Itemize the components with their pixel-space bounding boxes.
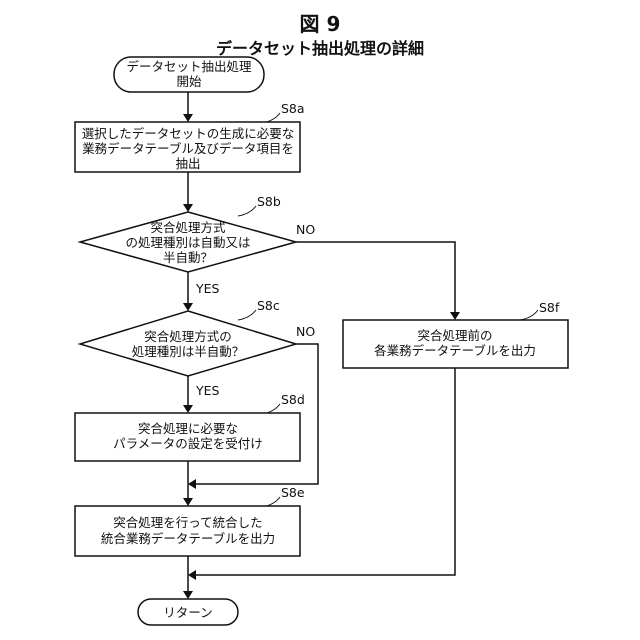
arrowhead (183, 114, 193, 122)
s8c-line-1: 突合処理方式の (144, 329, 232, 344)
s8d-line-2: パラメータの設定を受付け (113, 436, 263, 451)
step-label-s8d: S8d (281, 392, 305, 407)
s8b-yes-label: YES (195, 281, 220, 296)
s8f-line-1: 突合処理前の (417, 328, 492, 343)
step-s8e: S8e 突合処理を行って統合した 統合業務データテーブルを出力 (75, 485, 305, 556)
step-s8a: S8a 選択したデータセットの生成に必要な 業務データテーブル及びデータ項目を … (75, 101, 305, 172)
edge-s8b-s8f (296, 242, 455, 312)
step-label-leader (238, 310, 256, 320)
arrowhead (188, 479, 196, 489)
s8a-line-3: 抽出 (175, 156, 200, 171)
s8c-no-label: NO (296, 324, 315, 339)
step-s8b: S8b 突合処理方式 の処理種別は自動又は 半自動？ NO YES (80, 194, 315, 296)
s8c-line-2: 処理種別は半自動？ (132, 344, 245, 359)
arrowhead (183, 591, 193, 599)
start-terminal: データセット抽出処理 開始 (114, 57, 264, 92)
end-label: リターン (163, 605, 212, 620)
step-label-s8b: S8b (257, 194, 281, 209)
s8f-line-2: 各業務データテーブルを出力 (374, 343, 536, 358)
start-line-2: 開始 (176, 74, 202, 89)
s8b-line-3: 半自動？ (163, 250, 213, 265)
s8a-line-2: 業務データテーブル及びデータ項目を (82, 141, 294, 156)
s8c-yes-label: YES (195, 383, 220, 398)
start-line-1: データセット抽出処理 (126, 59, 252, 74)
arrowhead (183, 303, 193, 311)
step-label-s8c: S8c (257, 298, 280, 313)
arrowhead (183, 405, 193, 413)
arrowhead (188, 570, 196, 580)
arrowhead (183, 204, 193, 212)
step-s8c: S8c 突合処理方式の 処理種別は半自動？ NO YES (80, 298, 315, 398)
s8b-line-1: 突合処理方式 (150, 220, 226, 235)
step-s8d: S8d 突合処理に必要な パラメータの設定を受付け (75, 392, 305, 461)
s8a-line-1: 選択したデータセットの生成に必要な (82, 126, 295, 141)
s8e-line-1: 突合処理を行って統合した (113, 515, 262, 530)
end-terminal: リターン (138, 599, 238, 625)
arrowhead (450, 312, 460, 320)
step-label-leader (520, 310, 538, 320)
s8e-line-2: 統合業務データテーブルを出力 (101, 531, 275, 546)
step-label-leader (238, 206, 256, 216)
arrowhead (183, 498, 193, 506)
step-label-s8f: S8f (539, 300, 560, 315)
step-label-s8a: S8a (281, 101, 305, 116)
step-label-s8e: S8e (281, 485, 305, 500)
s8b-no-label: NO (296, 222, 315, 237)
s8b-line-2: の処理種別は自動又は (125, 235, 250, 250)
s8d-line-1: 突合処理に必要な (138, 421, 238, 436)
